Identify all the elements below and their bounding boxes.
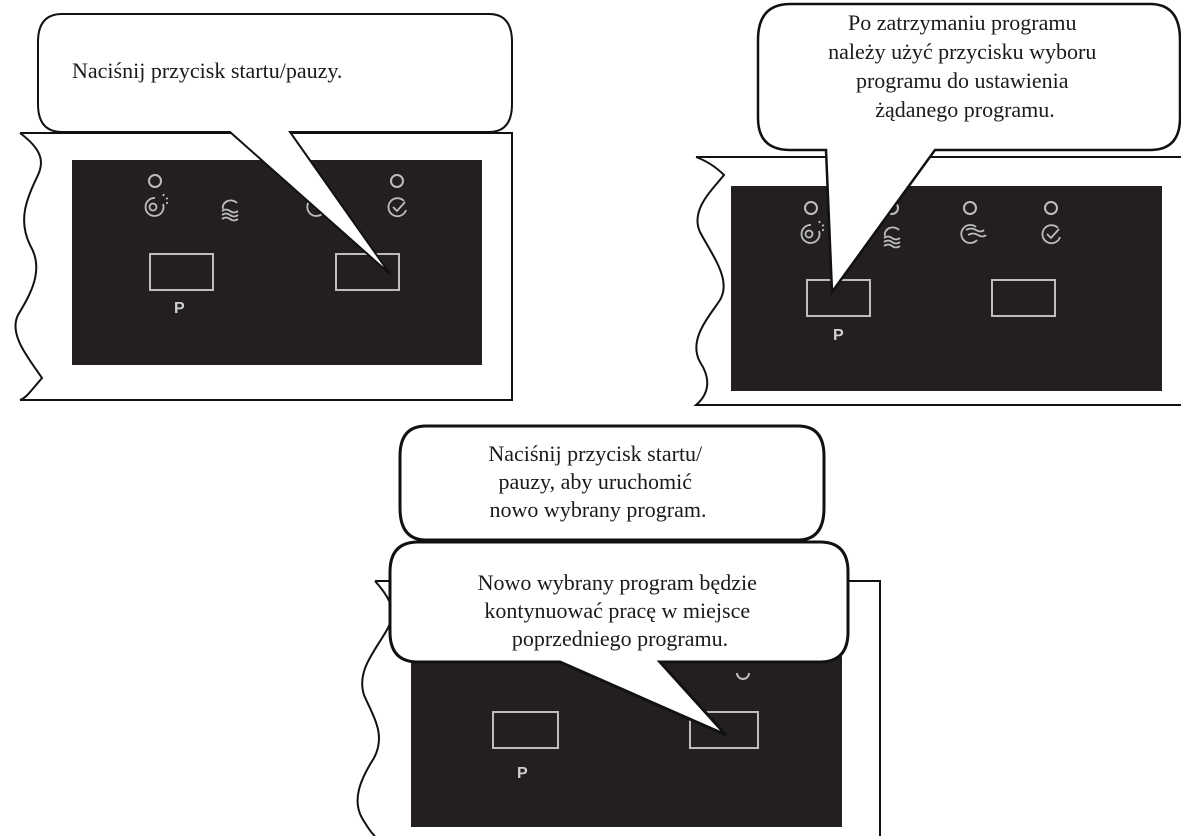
callout-line: kontynuować pracę w miejsce — [484, 598, 750, 623]
end-icon — [1041, 224, 1061, 245]
program-button-label: P — [174, 300, 185, 317]
callout-text: Po zatrzymaniu programu należy użyć przy… — [828, 10, 1102, 122]
control-panel — [72, 160, 482, 365]
wash-icon — [221, 199, 239, 222]
rinse-icon — [960, 224, 987, 244]
indicator-prewash — [144, 174, 169, 217]
control-panel — [731, 186, 1162, 391]
callout-bubble-upper — [398, 424, 826, 542]
indicator-led — [390, 174, 404, 188]
indicator-end — [1041, 201, 1061, 245]
callout-text: Naciśnij przycisk startu/ pauzy, aby uru… — [488, 441, 707, 522]
callout-line: należy użyć przycisku wyboru — [828, 39, 1096, 64]
start-pause-button[interactable] — [991, 279, 1056, 317]
callout-bubble — [756, 2, 1181, 296]
callout-line: Nowo wybrany program będzie — [478, 570, 757, 595]
indicator-led — [1044, 201, 1058, 215]
callout-line: programu do ustawienia — [856, 68, 1069, 93]
program-button-label: P — [833, 327, 844, 344]
indicator-end — [387, 174, 407, 218]
callout-text: Nowo wybrany program będzie kontynuować … — [478, 570, 763, 651]
panel-step-1: P Naciśnij przycisk startu/pauzy. — [14, 13, 513, 401]
end-icon — [387, 197, 407, 218]
indicator-rinse — [960, 201, 987, 244]
program-button-label: P — [517, 765, 528, 782]
indicator-led — [963, 201, 977, 215]
prewash-icon — [800, 220, 825, 244]
indicator-prewash — [800, 201, 825, 244]
callout-line: Po zatrzymaniu programu — [848, 10, 1077, 35]
callout-line: poprzedniego programu. — [512, 626, 728, 651]
indicator-led — [804, 201, 818, 215]
panel-step-3: P Nowo wybrany program będzie kontynuowa… — [356, 424, 881, 836]
wash-icon — [883, 226, 901, 249]
program-button[interactable] — [149, 253, 214, 291]
indicator-wash — [221, 199, 239, 222]
callout-text: Naciśnij przycisk startu/pauzy. — [72, 58, 342, 83]
callout-bubble-lower — [388, 540, 850, 737]
indicator-led — [148, 174, 162, 188]
callout-line: Naciśnij przycisk startu/pauzy. — [72, 58, 342, 83]
program-button[interactable] — [492, 711, 559, 749]
callout-line: nowo wybrany program. — [490, 497, 707, 522]
indicator-led — [736, 672, 750, 680]
prewash-icon — [144, 193, 169, 217]
callout-line: żądanego programu. — [875, 97, 1055, 122]
start-pause-button[interactable] — [689, 711, 759, 749]
callout-bubble — [37, 13, 513, 275]
callout-line: Naciśnij przycisk startu/ — [488, 441, 703, 466]
panel-step-2: P Po zatrzymaniu programu należy użyć pr… — [693, 2, 1181, 406]
callout-line: pauzy, aby uruchomić — [499, 469, 693, 494]
